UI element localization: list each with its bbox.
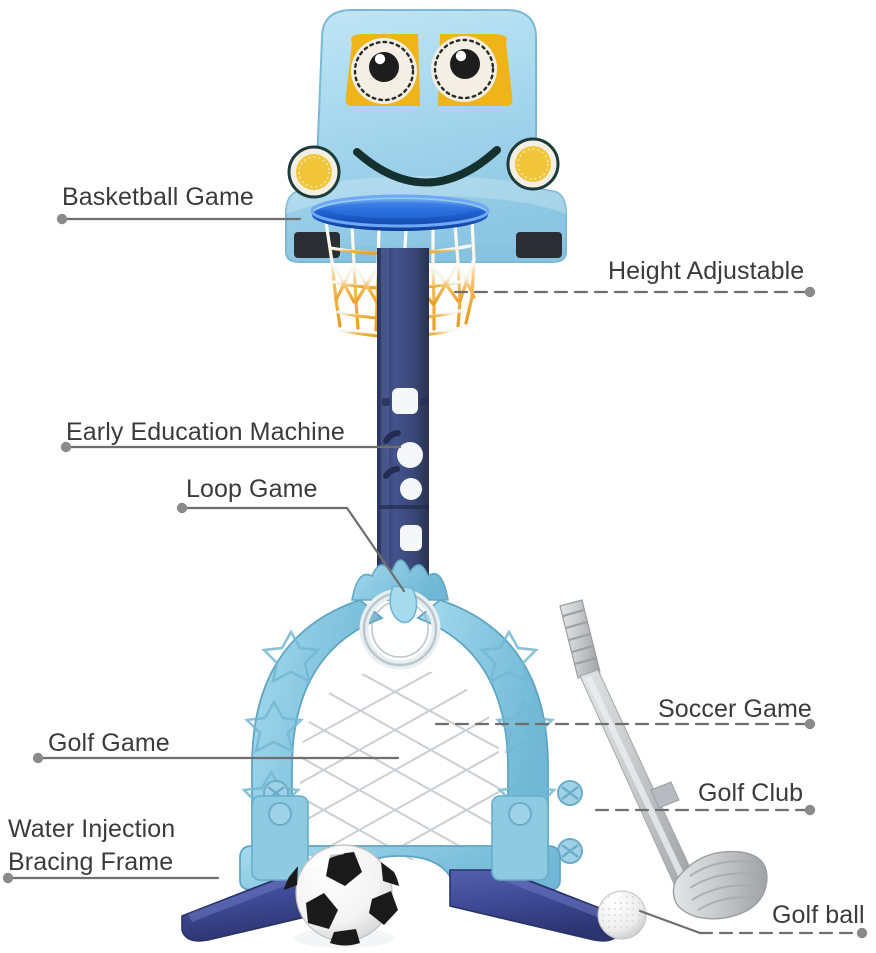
callout-label-water-injection-bracing-frame: Water Injection Bracing Frame: [8, 815, 176, 876]
golf-ball: [597, 890, 647, 940]
right-vent: [516, 232, 562, 258]
golf-club-grip-ribs: [562, 609, 597, 665]
hoop-rim-highlight: [310, 194, 490, 228]
callout-label-soccer-game: Soccer Game: [658, 695, 812, 723]
pole-highlight: [381, 248, 389, 586]
callout-label-golf-game: Golf Game: [48, 729, 170, 757]
base-foot-right-highlight: [502, 872, 614, 922]
callout-label-golf-ball: Golf ball: [772, 901, 865, 929]
hoop-inner: [330, 202, 470, 218]
callout-label-height-adjustable: Height Adjustable: [608, 257, 805, 285]
callout-label-early-education-machine: Early Education Machine: [66, 418, 345, 446]
connector-screw-right: [508, 802, 532, 826]
soccer-ball-panels: [284, 852, 399, 946]
callout-label-loop-game: Loop Game: [186, 475, 318, 503]
smile-mouth: [353, 146, 501, 187]
pole-hole-round-lower: [400, 478, 422, 500]
left-headlight: [287, 145, 341, 199]
pole-hole-square-lower: [400, 525, 422, 551]
connector-screw-left: [268, 802, 292, 826]
base-foot-left-highlight: [188, 872, 300, 922]
right-eye: [431, 36, 497, 102]
golf-club-head-grooves: [689, 860, 759, 911]
golf-club-shaft-gloss: [585, 676, 686, 880]
pole-seam: [379, 505, 429, 509]
pole-hole-square-upper: [392, 388, 418, 414]
left-vent: [294, 232, 340, 258]
callout-label-basketball-game: Basketball Game: [62, 183, 254, 211]
pole-notch-left-a: [382, 398, 390, 406]
golf-ball-gloss: [605, 892, 623, 905]
right-headlight: [506, 137, 560, 191]
pole-hole-round-upper: [397, 442, 423, 468]
soccer-ball: [284, 844, 399, 948]
golf-club-grip: [559, 599, 601, 679]
base-connector-left: [251, 795, 309, 881]
adjustable-pole-group: [377, 248, 429, 586]
pole-bracket-shading: [383, 430, 401, 479]
golf-club-ferrule: [650, 781, 680, 809]
goal-net: [300, 666, 500, 860]
pole-notch-right-a: [420, 398, 428, 406]
callout-label-golf-club: Golf Club: [698, 779, 804, 807]
golf-club-head: [672, 850, 768, 920]
soccer-ball-gloss: [312, 847, 346, 868]
left-eye: [351, 38, 417, 104]
base-connector-right: [491, 795, 549, 881]
ring-hook: [389, 585, 418, 624]
body-highlight: [286, 176, 566, 214]
arch-screws: [263, 780, 583, 864]
golf-club: [559, 599, 768, 920]
